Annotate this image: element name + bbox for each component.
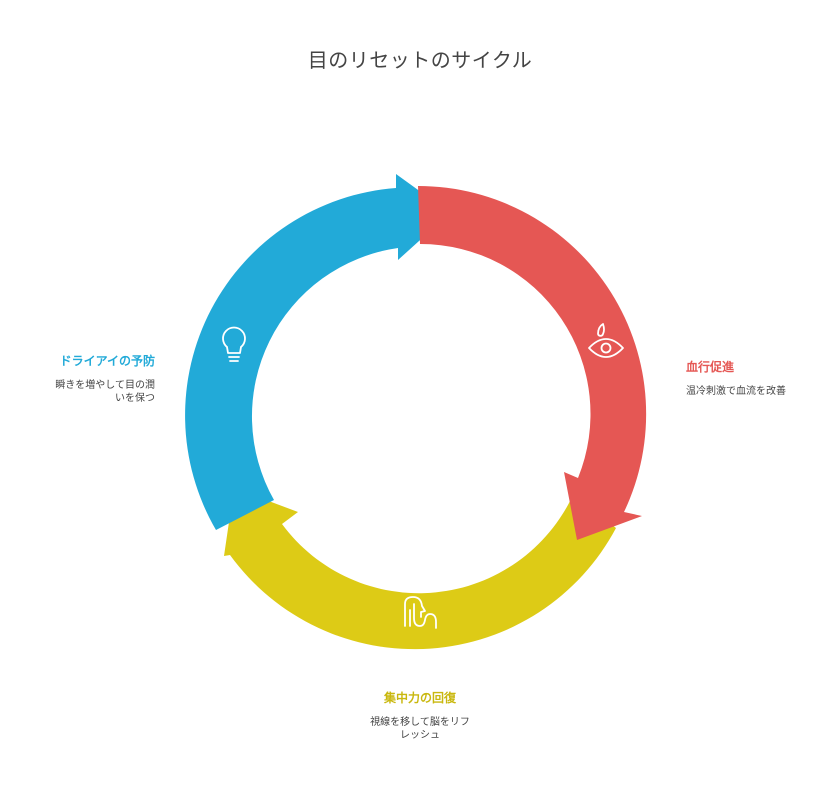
stage-title: 血行促進 bbox=[686, 360, 735, 374]
stage-description: 温冷刺激で血流を改善 bbox=[686, 385, 826, 398]
stage-description: 瞬きを増やして目の潤 いを保つ bbox=[40, 379, 155, 405]
stage-title: ドライアイの予防 bbox=[59, 354, 155, 368]
lightbulb-icon bbox=[222, 326, 246, 362]
desc-line: いを保つ bbox=[115, 393, 155, 404]
diagram-title: 目のリセットのサイクル bbox=[307, 48, 533, 72]
stage-focus: 集中力の回復 視線を移して脳をリフ レッシュ bbox=[360, 689, 480, 742]
desc-line: 視線を移して脳をリフ bbox=[370, 717, 470, 728]
desc-line: 瞬きを増やして目の潤 bbox=[55, 380, 155, 391]
stage-blood-flow: 血行促進 温冷刺激で血流を改善 bbox=[686, 358, 826, 398]
desc-line: レッシュ bbox=[400, 730, 440, 741]
desc-line: 温冷刺激で血流を改善 bbox=[686, 386, 786, 397]
eye-drop-icon bbox=[588, 323, 624, 358]
stage-title: 集中力の回復 bbox=[383, 691, 456, 705]
head-touch-icon bbox=[404, 596, 437, 629]
stage-description: 視線を移して脳をリフ レッシュ bbox=[360, 716, 480, 742]
stage-dry-eye: ドライアイの予防 瞬きを増やして目の潤 いを保つ bbox=[40, 352, 155, 405]
arrow-blood-flow bbox=[418, 185, 647, 540]
arrow-dry-eye bbox=[185, 174, 451, 530]
arrow-focus bbox=[224, 488, 616, 650]
